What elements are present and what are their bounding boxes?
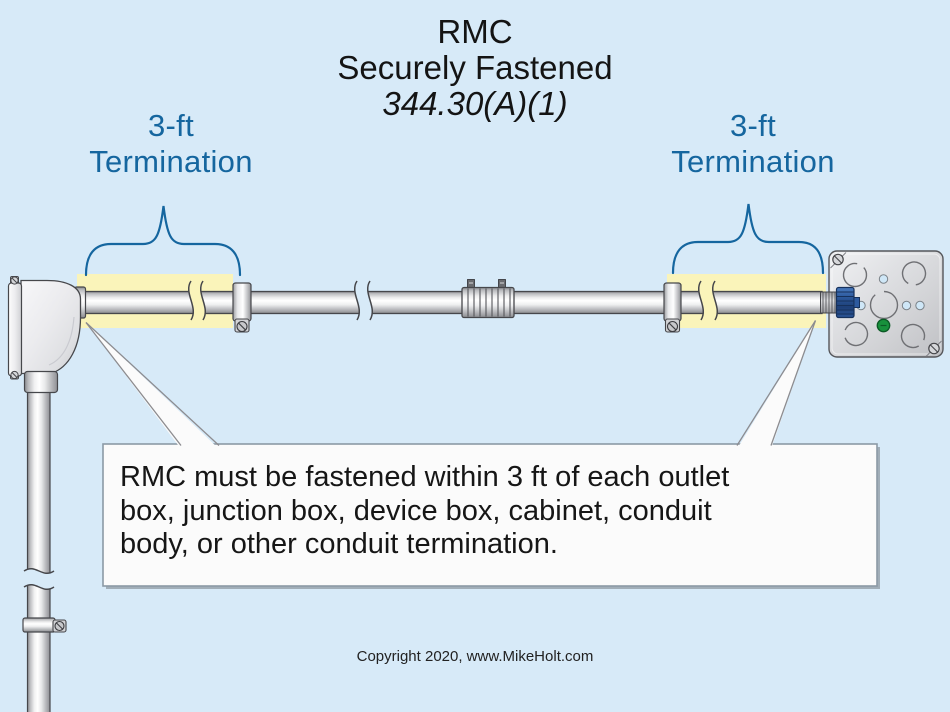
conduit-break-symbol-vertical <box>23 568 55 590</box>
lb-cover-plate <box>7 282 23 377</box>
conduit-break-symbol-middle <box>354 280 373 321</box>
label-left-line-1: 3-ft <box>148 108 194 143</box>
title-block: RMC Securely Fastened 344.30(A)(1) <box>0 14 950 122</box>
knockout <box>900 323 926 349</box>
callout-text: RMC must be fastened within 3 ft of each… <box>120 461 865 562</box>
box-hole <box>901 300 912 311</box>
rigid-conduit-horizontal <box>81 280 823 321</box>
knockout-center <box>869 290 899 320</box>
conduit-coupling <box>461 279 515 319</box>
conduit-strap-right <box>663 282 682 333</box>
label-termination-left: 3-ft Termination <box>36 108 306 180</box>
title-code-reference: 344.30(A)(1) <box>382 85 568 122</box>
conduit-threads <box>820 291 838 314</box>
callout-line-2: box, junction box, device box, cabinet, … <box>120 494 712 527</box>
label-right-line-2: Termination <box>671 144 835 179</box>
title-line-1: RMC <box>437 13 513 50</box>
label-left-line-2: Termination <box>89 144 253 179</box>
brace-left <box>84 205 242 277</box>
label-termination-right: 3-ft Termination <box>618 108 888 180</box>
callout-line-3: body, or other conduit termination. <box>120 528 558 560</box>
callout <box>85 320 880 589</box>
conduit-body-lb <box>7 276 87 394</box>
conduit-break-symbol-right <box>698 280 718 321</box>
conduit-strap-vertical <box>22 617 67 633</box>
knockout <box>843 321 869 347</box>
callout-line-1: RMC must be fastened within 3 ft of each… <box>120 461 730 493</box>
callout-box <box>102 443 878 587</box>
box-hole <box>915 300 925 311</box>
label-right-line-1: 3-ft <box>730 108 776 143</box>
locknut <box>835 286 860 319</box>
copyright: Copyright 2020, www.MikeHolt.com <box>356 648 594 665</box>
brace-right <box>671 203 825 275</box>
knockout <box>901 261 927 286</box>
knockout <box>842 262 868 288</box>
lb-bottom-hub <box>23 370 59 394</box>
conduit-strap-left <box>232 282 252 333</box>
conduit-break-symbol-left <box>188 280 206 321</box>
title-line-2: Securely Fastened <box>337 49 613 86</box>
box-hole <box>878 274 889 284</box>
